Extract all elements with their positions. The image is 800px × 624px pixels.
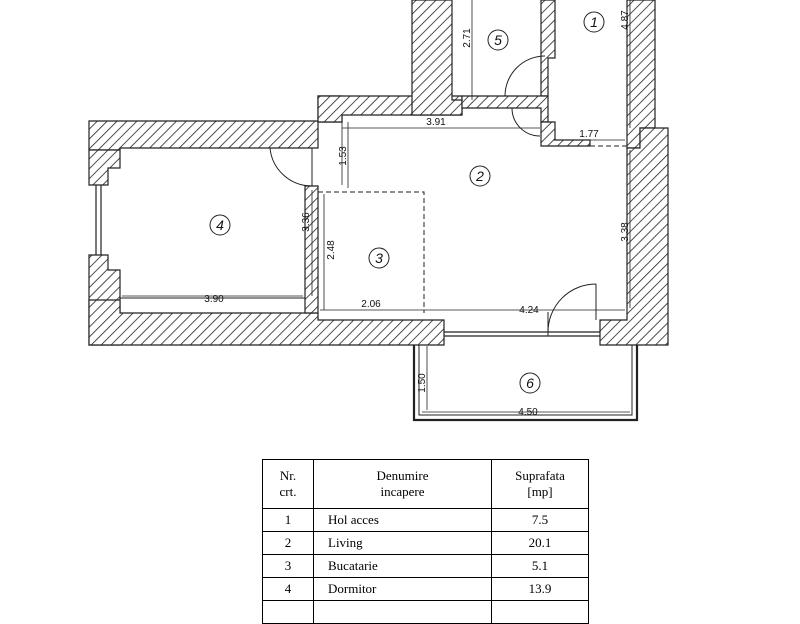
dim-label: 4.87: [620, 10, 631, 30]
room-numbers: [209, 11, 605, 394]
room-number: 1: [590, 14, 598, 30]
door-arc-balcony: [547, 283, 597, 333]
inner-lines: [120, 122, 627, 313]
door-arc-bedroom: [269, 147, 313, 187]
room-circle-3: [368, 247, 390, 269]
wall-bedroom-left-upper: [88, 149, 121, 186]
dim-label: 1.77: [579, 129, 599, 140]
header-nr: Nr. crt.: [262, 459, 314, 509]
cell-name: Living: [313, 531, 492, 555]
dim-label: 2.48: [326, 240, 337, 260]
floor-plan: 4.87 2.71 3.91 1.77 1.53 3.36 2.48 3.38 …: [88, 0, 669, 422]
room-circle-4: [209, 214, 231, 236]
cell-nr: 2: [262, 531, 314, 555]
room-number: 2: [475, 168, 484, 184]
cell-area: 20.1: [491, 531, 589, 555]
table-row: 3 Bucatarie 5.1: [262, 554, 589, 578]
wall-living-right: [599, 127, 669, 346]
cell-area: 7.5: [491, 508, 589, 532]
dim-label: 2.71: [462, 28, 473, 48]
wall-hall-right: [626, 0, 656, 149]
dim-label: 3.90: [204, 294, 224, 305]
room-number: 5: [494, 32, 502, 48]
table-row: [262, 600, 589, 624]
header-area-line1: Suprafata: [515, 468, 565, 483]
room-circle-5: [487, 29, 509, 51]
balcony-outline: [412, 331, 639, 422]
window-bedroom: [95, 185, 102, 255]
dim-label: 2.06: [361, 299, 381, 310]
dimension-labels: 4.87 2.71 3.91 1.77 1.53 3.36 2.48 3.38 …: [204, 10, 631, 418]
cell-nr: 4: [262, 577, 314, 601]
room-number: 6: [526, 375, 534, 391]
dim-label: 1.50: [417, 373, 428, 393]
wall-bedroom-kitchen: [304, 185, 319, 314]
dim-label: 1.53: [338, 146, 349, 166]
table-row: 1 Hol acces 7.5: [262, 508, 589, 532]
dim-label: 3.91: [426, 117, 446, 128]
header-area: Suprafata [mp]: [491, 459, 589, 509]
room-circle-6: [519, 372, 541, 394]
cell-name: Bucatarie: [313, 554, 492, 578]
cell-name: Hol acces: [313, 508, 492, 532]
dim-label: 4.24: [519, 305, 539, 316]
wall-bottom: [88, 299, 445, 346]
cell-area: 13.9: [491, 577, 589, 601]
dimension-lines: [122, 0, 631, 413]
walls: [88, 0, 669, 346]
room-circle-1: [583, 11, 605, 33]
cell-name: Dormitor: [313, 577, 492, 601]
header-area-line2: [mp]: [527, 484, 553, 499]
header-name: Denumire incapere: [313, 459, 492, 509]
cell-nr: 3: [262, 554, 314, 578]
header-name-line1: Denumire: [376, 468, 429, 483]
room-circle-2: [469, 165, 491, 187]
dim-label: 3.38: [620, 222, 631, 242]
door-arc-corridor: [504, 55, 546, 97]
door-arc-hall: [511, 107, 541, 137]
room-area-table: Nr. crt. Denumire incapere Suprafata [mp…: [262, 459, 589, 624]
wall-bedroom-top: [88, 120, 319, 151]
cell-area: 5.1: [491, 554, 589, 578]
kitchen-dashed-outline: [318, 191, 425, 313]
table-row: 2 Living 20.1: [262, 531, 589, 555]
wall-corridor-right: [540, 0, 556, 97]
header-nr-line2: crt.: [279, 484, 297, 499]
room-number: 4: [216, 217, 224, 233]
dim-label: 4.50: [518, 407, 538, 418]
table-header-row: Nr. crt. Denumire incapere Suprafata [mp…: [262, 459, 589, 509]
cell-nr: [262, 600, 314, 624]
header-nr-line1: Nr.: [279, 468, 297, 483]
cell-area: [491, 600, 589, 624]
header-name-line2: incapere: [380, 484, 425, 499]
doors: [269, 55, 597, 336]
wall-corridor-bottom: [461, 95, 549, 123]
room-number-labels: 1 2 3 4 5 6: [216, 14, 598, 391]
room-number: 3: [375, 250, 383, 266]
cell-name: [313, 600, 492, 624]
dim-label: 3.36: [301, 212, 312, 232]
table-row: 4 Dormitor 13.9: [262, 577, 589, 601]
cell-nr: 1: [262, 508, 314, 532]
